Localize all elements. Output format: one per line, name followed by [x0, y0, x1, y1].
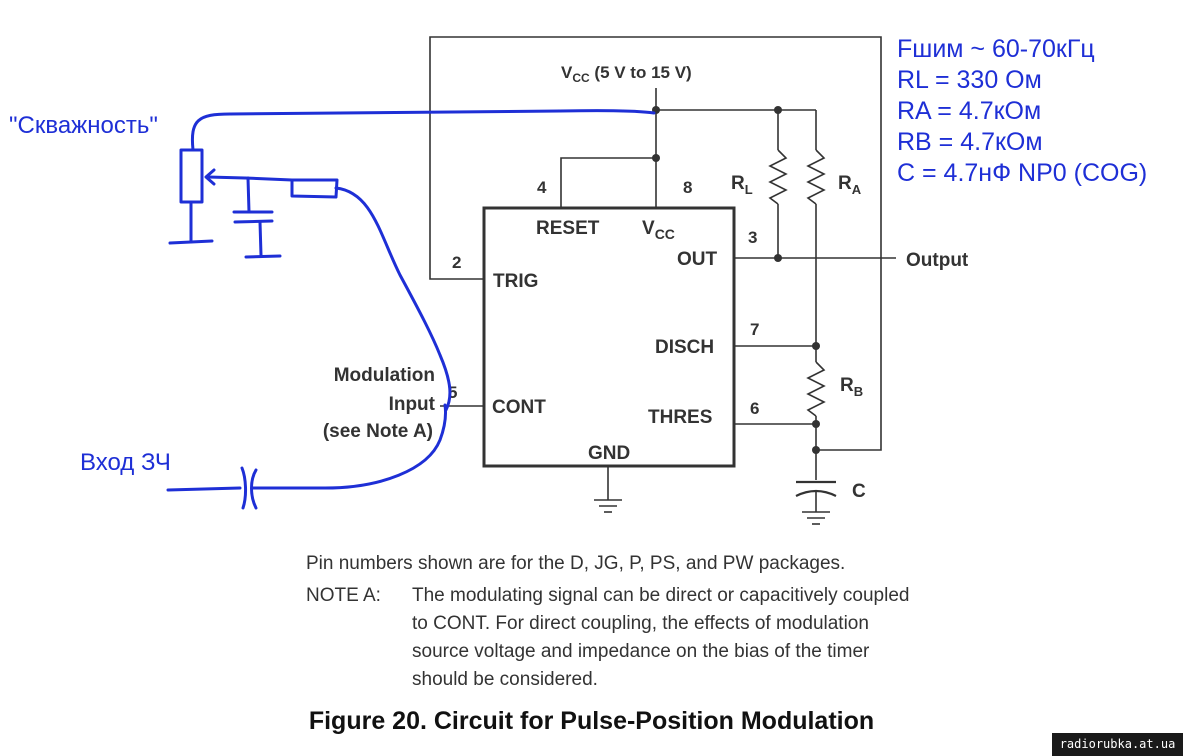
rl-label: RL [731, 173, 753, 197]
note-a-line-4: should be considered. [412, 669, 598, 690]
resistor-rb [806, 361, 826, 417]
modulation-input-line3: (see Note A) [323, 421, 433, 442]
junction-dots [652, 106, 820, 454]
modulation-input-line2: Input [389, 394, 436, 415]
supply-label: VCC (5 V to 15 V) [561, 63, 692, 85]
pin-label-gnd: GND [588, 443, 630, 464]
potentiometer-body [179, 148, 204, 204]
pin-label-out: OUT [677, 249, 718, 270]
pin-label-disch: DISCH [655, 337, 714, 358]
note-a-label: NOTE A: [306, 585, 381, 606]
pin-number-5: 5 [448, 383, 457, 402]
component-spec-list: Fшим ~ 60-70кГц RL = 330 Ом RA = 4.7кОм … [897, 35, 1147, 187]
spec-line-c: C = 4.7нФ NP0 (COG) [897, 159, 1147, 187]
rb-label: RB [840, 375, 863, 399]
note-a-line-1: The modulating signal can be direct or c… [412, 585, 910, 606]
audio-input-label: Вход ЗЧ [80, 449, 171, 476]
handwritten-wires [166, 109, 656, 510]
pin-number-8: 8 [683, 178, 692, 197]
figure-caption: Figure 20. Circuit for Pulse-Position Mo… [308, 707, 875, 735]
handwritten-resistor [290, 178, 339, 199]
pin-label-cont: CONT [492, 397, 546, 418]
pot-label-skvazhnost: "Скважность" [9, 112, 158, 139]
ra-label: RA [838, 173, 862, 197]
pin-number-4: 4 [537, 178, 547, 197]
pin-number-2: 2 [452, 253, 461, 272]
c-label: C [852, 481, 866, 502]
pin-numbers-note: Pin numbers shown are for the D, JG, P, … [306, 553, 846, 574]
note-a-line-3: source voltage and impedance on the bias… [412, 641, 870, 662]
spec-line-rl: RL = 330 Ом [897, 66, 1042, 94]
spec-line-rb: RB = 4.7кОм [897, 128, 1043, 156]
note-a-line-2: to CONT. For direct coupling, the effect… [412, 613, 869, 634]
spec-line-ra: RA = 4.7кОм [897, 97, 1041, 125]
resistor-ra [806, 149, 826, 205]
pin-label-reset: RESET [536, 218, 600, 239]
site-watermark: radiorubka.at.ua [1052, 733, 1183, 756]
schematic-wires [429, 36, 896, 525]
pin-number-3: 3 [748, 228, 757, 247]
pin-label-trig: TRIG [493, 271, 538, 292]
pin-label-thres: THRES [648, 407, 712, 428]
ic-555-body [482, 206, 736, 468]
pin-label-vcc: VCC [642, 218, 675, 242]
pin-number-7: 7 [750, 320, 759, 339]
pin-number-6: 6 [750, 399, 759, 418]
trig-loop-wire [429, 36, 882, 451]
spec-line-freq: Fшим ~ 60-70кГц [897, 35, 1095, 63]
modulation-input-line1: Modulation [334, 365, 435, 386]
output-label: Output [906, 250, 969, 271]
resistor-rl [768, 149, 788, 205]
